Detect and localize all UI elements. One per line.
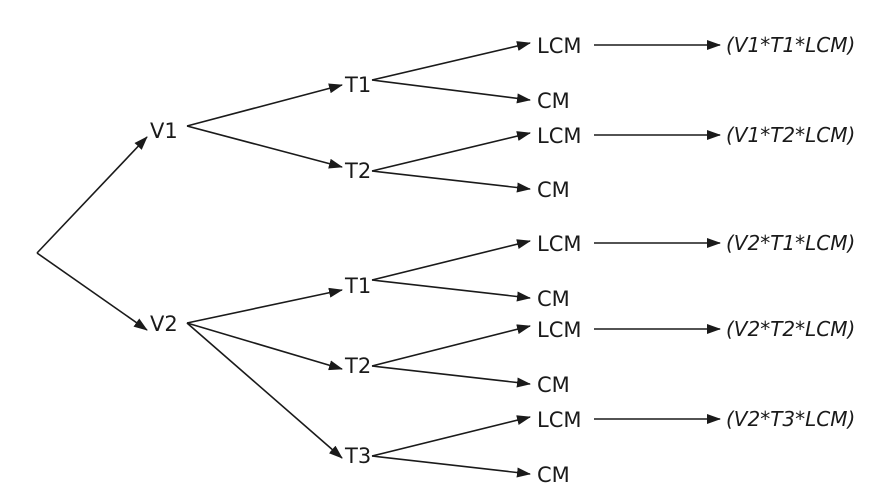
node-v2-t3: T3 (344, 444, 371, 468)
node-v1-t2-cm: CM (537, 178, 570, 202)
node-v2-t3-lcm: LCM (537, 408, 581, 432)
edge-v1t2-lcm (371, 131, 531, 172)
result-v1-t1: (V1*T1*LCM) (726, 33, 855, 57)
edge-root-v1 (36, 136, 148, 254)
node-v1: V1 (150, 119, 178, 143)
edge-v2t3-lcm (371, 415, 531, 457)
node-v2-t2: T2 (344, 354, 371, 378)
node-v2-t2-cm: CM (537, 373, 570, 397)
edge-v1t1-cm (371, 79, 531, 104)
edge-v2-t1 (186, 287, 343, 324)
edge-v1t1-lcm (371, 41, 531, 81)
edge-v2t1-lcm (371, 239, 531, 281)
node-v1-t1: T1 (344, 73, 371, 97)
node-v1-t2-lcm: LCM (537, 124, 581, 148)
edge-v2t2-cm (371, 365, 531, 388)
node-v1-t2: T2 (344, 159, 371, 183)
node-v1-t1-cm: CM (537, 89, 570, 113)
edge-v1t2-cm (371, 170, 531, 193)
edge-v2t3-cm (371, 455, 531, 478)
node-v2-t2-lcm: LCM (537, 318, 581, 342)
edge-v2-t3 (186, 322, 343, 459)
node-v2-t1-cm: CM (537, 287, 570, 311)
result-v2-t1: (V2*T1*LCM) (726, 231, 855, 255)
result-v1-t2: (V1*T2*LCM) (726, 123, 855, 147)
result-v2-t3: (V2*T3*LCM) (726, 407, 855, 431)
node-v2-t3-cm: CM (537, 463, 570, 487)
node-v2-t1-lcm: LCM (537, 232, 581, 256)
node-v1-t1-lcm: LCM (537, 34, 581, 58)
edge-v1-t1 (186, 83, 343, 127)
node-v2-t1: T1 (344, 274, 371, 298)
node-v2: V2 (150, 312, 178, 336)
edge-v1-t2 (186, 125, 343, 169)
edge-v2-t2 (186, 322, 343, 371)
result-v2-t2: (V2*T2*LCM) (726, 317, 855, 341)
edge-v2t1-cm (371, 279, 531, 302)
edge-root-v2 (36, 252, 148, 331)
edge-v2t2-lcm (371, 324, 531, 367)
